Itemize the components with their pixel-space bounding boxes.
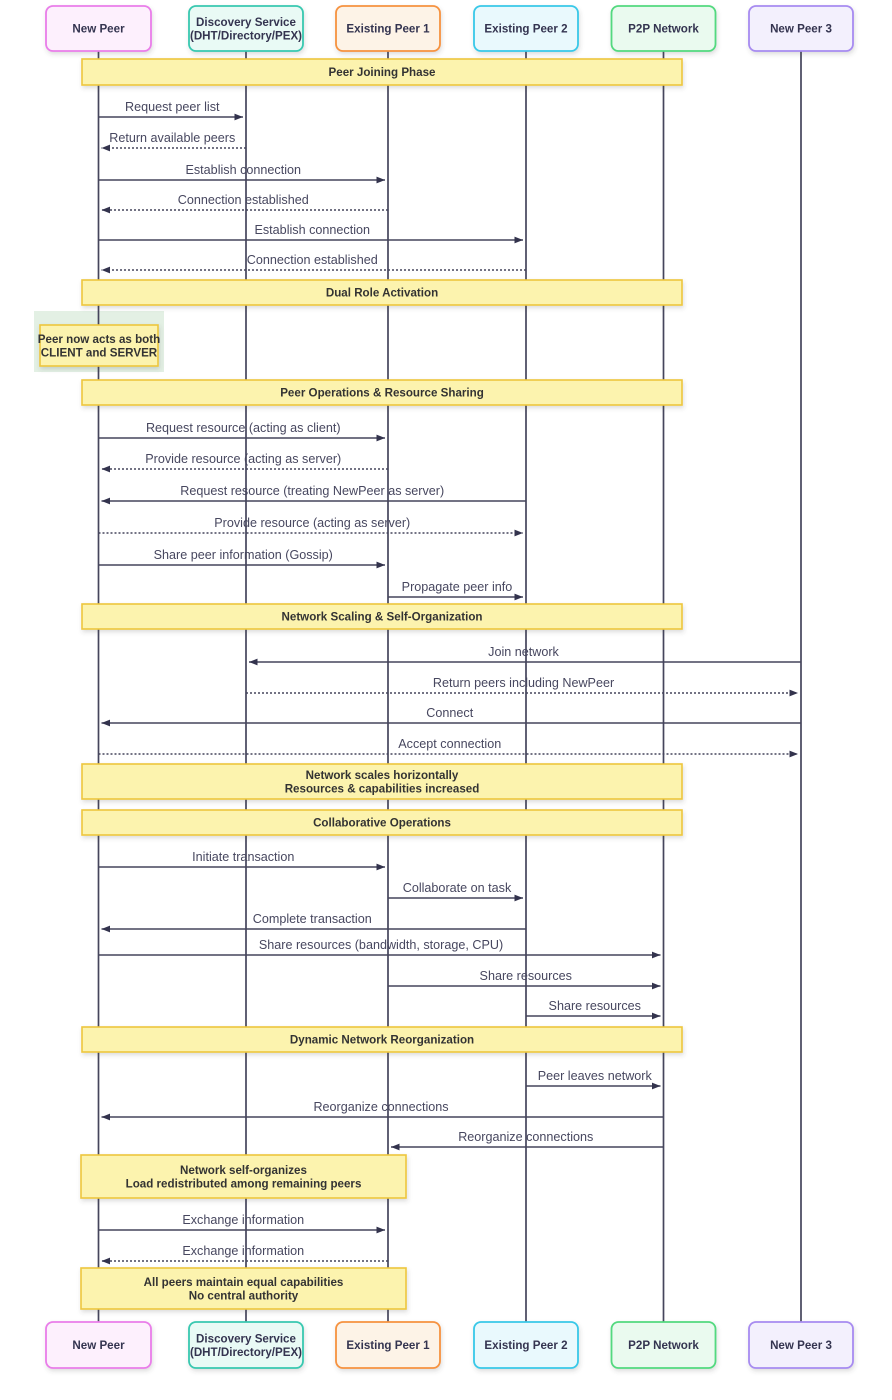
- svg-text:Propagate peer info: Propagate peer info: [402, 580, 513, 594]
- svg-text:Dynamic Network Reorganization: Dynamic Network Reorganization: [290, 1034, 474, 1047]
- svg-text:Request resource (treating New: Request resource (treating NewPeer as se…: [180, 484, 444, 498]
- svg-text:Initiate transaction: Initiate transaction: [192, 850, 294, 864]
- svg-text:Existing Peer 1: Existing Peer 1: [346, 23, 430, 36]
- svg-text:New Peer 3: New Peer 3: [770, 1339, 832, 1352]
- svg-text:Peer now acts as both: Peer now acts as both: [38, 333, 160, 346]
- svg-text:Discovery Service: Discovery Service: [196, 1332, 296, 1345]
- svg-text:Dual Role Activation: Dual Role Activation: [326, 287, 438, 300]
- svg-text:Join network: Join network: [488, 645, 559, 659]
- svg-text:Network Scaling & Self-Organiz: Network Scaling & Self-Organization: [282, 611, 483, 624]
- svg-text:Share peer information (Gossip: Share peer information (Gossip): [154, 548, 333, 562]
- svg-text:Reorganize connections: Reorganize connections: [458, 1130, 593, 1144]
- svg-text:Return available peers: Return available peers: [109, 131, 235, 145]
- svg-text:Share resources (bandwidth, st: Share resources (bandwidth, storage, CPU…: [259, 938, 503, 952]
- svg-text:Return peers including NewPeer: Return peers including NewPeer: [433, 676, 614, 690]
- svg-text:Peer Joining Phase: Peer Joining Phase: [329, 66, 437, 79]
- svg-text:P2P Network: P2P Network: [628, 1339, 699, 1352]
- svg-text:Exchange information: Exchange information: [182, 1244, 304, 1258]
- svg-text:Collaborative Operations: Collaborative Operations: [313, 817, 451, 830]
- svg-text:Resources & capabilities incre: Resources & capabilities increased: [285, 782, 480, 795]
- svg-text:Existing Peer 2: Existing Peer 2: [484, 1339, 567, 1352]
- svg-text:All peers maintain equal capab: All peers maintain equal capabilities: [144, 1276, 344, 1289]
- svg-text:Establish connection: Establish connection: [254, 223, 370, 237]
- svg-text:Share resources: Share resources: [549, 999, 641, 1013]
- svg-text:(DHT/Directory/PEX): (DHT/Directory/PEX): [190, 1346, 302, 1359]
- svg-text:Existing Peer 1: Existing Peer 1: [346, 1339, 430, 1352]
- svg-text:Load redistributed among remai: Load redistributed among remaining peers: [126, 1177, 362, 1190]
- svg-text:Share resources: Share resources: [480, 969, 572, 983]
- svg-text:CLIENT and SERVER: CLIENT and SERVER: [41, 346, 158, 359]
- svg-text:Network scales horizontally: Network scales horizontally: [306, 769, 459, 782]
- svg-text:Accept connection: Accept connection: [398, 737, 501, 751]
- svg-text:(DHT/Directory/PEX): (DHT/Directory/PEX): [190, 29, 302, 42]
- svg-text:Discovery Service: Discovery Service: [196, 16, 296, 29]
- svg-text:Connect: Connect: [426, 706, 473, 720]
- svg-text:Connection established: Connection established: [247, 253, 378, 267]
- svg-text:Network self-organizes: Network self-organizes: [180, 1164, 307, 1177]
- svg-text:Exchange information: Exchange information: [182, 1213, 304, 1227]
- svg-text:New Peer: New Peer: [72, 23, 125, 36]
- svg-text:Peer Operations & Resource Sha: Peer Operations & Resource Sharing: [280, 387, 484, 400]
- svg-text:Collaborate on task: Collaborate on task: [403, 881, 512, 895]
- svg-text:Complete transaction: Complete transaction: [253, 912, 372, 926]
- svg-text:New Peer: New Peer: [72, 1339, 125, 1352]
- svg-text:New Peer 3: New Peer 3: [770, 23, 832, 36]
- svg-text:Provide resource (acting as se: Provide resource (acting as server): [145, 452, 341, 466]
- svg-text:P2P Network: P2P Network: [628, 23, 699, 36]
- svg-text:Request peer list: Request peer list: [125, 100, 220, 114]
- svg-text:Peer leaves network: Peer leaves network: [538, 1069, 653, 1083]
- svg-text:Reorganize connections: Reorganize connections: [313, 1100, 448, 1114]
- svg-text:Provide resource (acting as se: Provide resource (acting as server): [214, 516, 410, 530]
- svg-text:Establish connection: Establish connection: [185, 163, 301, 177]
- svg-text:Request resource (acting as cl: Request resource (acting as client): [146, 421, 341, 435]
- svg-text:No central authority: No central authority: [189, 1289, 299, 1302]
- svg-text:Existing Peer 2: Existing Peer 2: [484, 23, 567, 36]
- svg-text:Connection established: Connection established: [178, 193, 309, 207]
